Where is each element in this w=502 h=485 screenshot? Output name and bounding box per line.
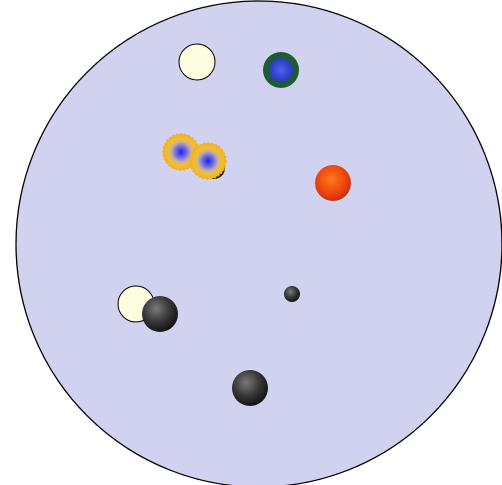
tiny-dark-ball[interactable] bbox=[284, 286, 300, 302]
cream-ball-top[interactable] bbox=[179, 44, 215, 80]
dark-ball-bottom[interactable] bbox=[232, 370, 268, 406]
orange-ball[interactable] bbox=[315, 165, 351, 201]
dark-ball-left[interactable] bbox=[142, 296, 178, 332]
spark-ball-right[interactable] bbox=[190, 143, 226, 179]
green-blue-ball[interactable] bbox=[263, 52, 299, 88]
board-circle bbox=[16, 1, 502, 485]
